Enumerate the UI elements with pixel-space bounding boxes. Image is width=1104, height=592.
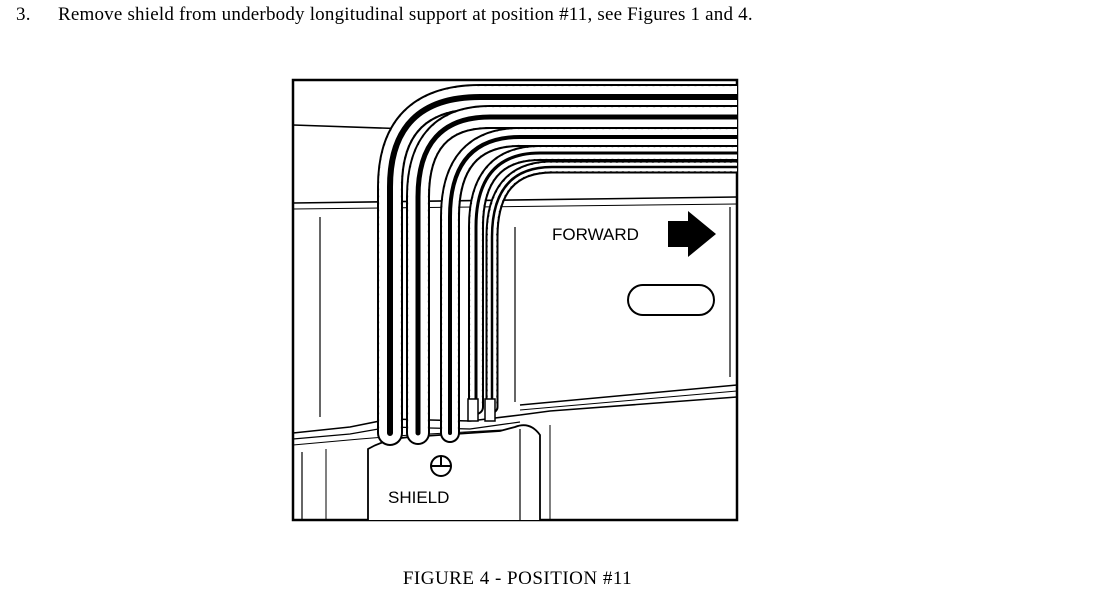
screw-head-icon [430,455,452,477]
corrugated-hose-bundle [377,84,737,446]
arrow-right-icon [668,211,716,257]
access-slot [627,284,715,316]
step-text: Remove shield from underbody longitudina… [58,4,753,25]
instruction-step: 3. Remove shield from underbody longitudi… [16,4,753,26]
shield-label: SHIELD [388,488,449,507]
figure-caption: FIGURE 4 - POSITION #11 [402,568,633,589]
figure-drawing: FORWARD SHIELD [291,78,739,522]
forward-label: FORWARD [552,225,639,244]
step-number: 3. [16,4,31,25]
figure-4-illustration: FORWARD SHIELD [290,77,740,523]
